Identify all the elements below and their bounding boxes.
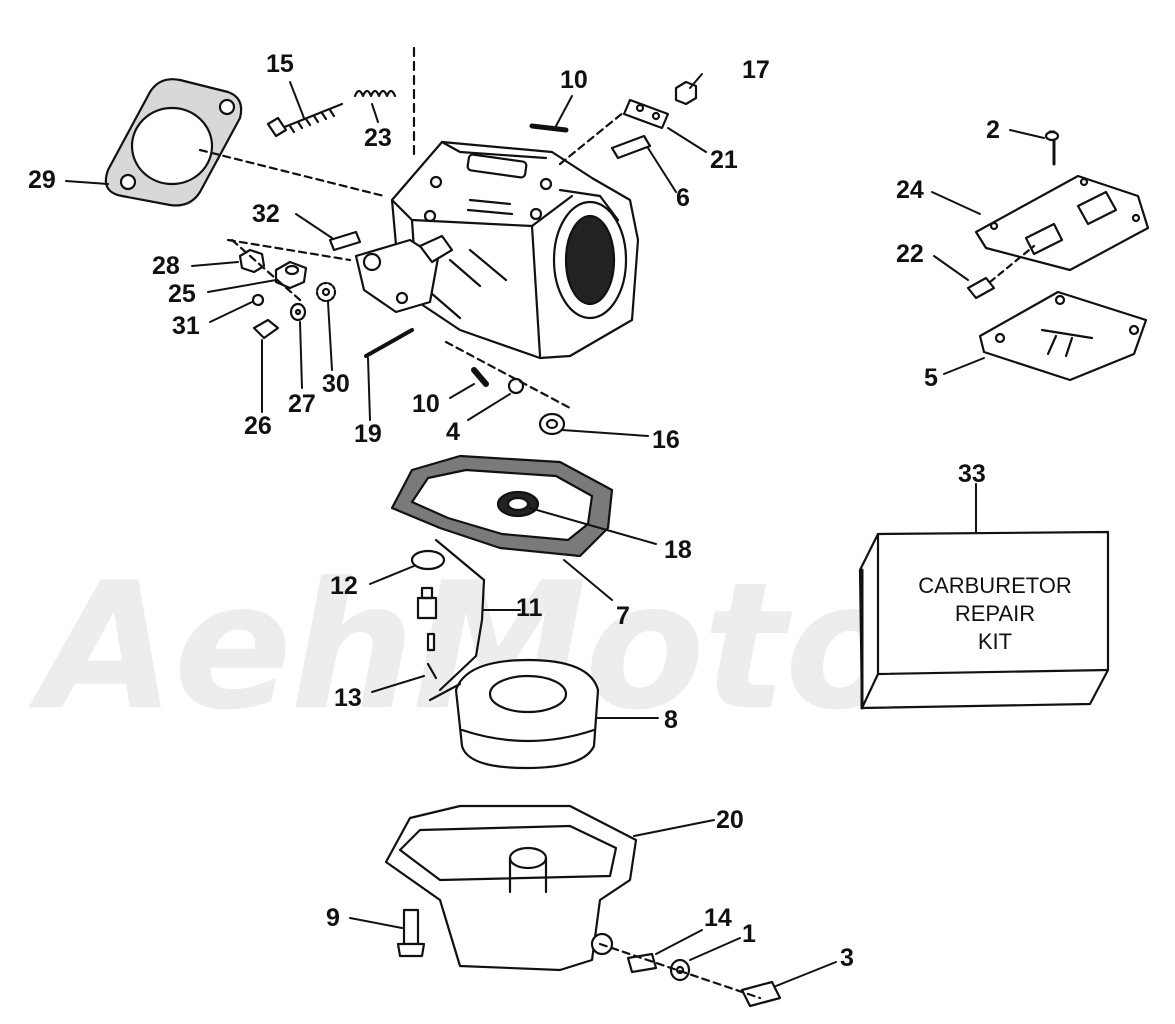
callout-10-top: 10	[560, 66, 588, 94]
part-8-float	[428, 658, 600, 770]
part-7-gasket	[390, 454, 614, 558]
part-19-screw	[364, 328, 414, 358]
callout-22: 22	[896, 240, 924, 268]
callout-21: 21	[710, 146, 738, 174]
callout-11: 11	[516, 594, 543, 622]
callout-17: 17	[742, 56, 770, 84]
part-20-bowl	[384, 804, 638, 972]
part-2-screw	[1044, 130, 1060, 166]
callout-14: 14	[704, 904, 732, 932]
callout-20: 20	[716, 806, 744, 834]
callout-18: 18	[664, 536, 692, 564]
part-needle-seat	[416, 586, 438, 680]
callout-10-low: 10	[412, 390, 440, 418]
part-5-diaphragm	[978, 290, 1148, 382]
callout-15: 15	[266, 50, 294, 78]
carburetor-body	[390, 140, 640, 360]
callout-28: 28	[152, 252, 180, 280]
callout-30: 30	[322, 370, 350, 398]
part-9-screw	[396, 908, 426, 958]
part-22-fitting	[966, 276, 996, 300]
kit-label-line-2: REPAIR	[954, 601, 1036, 626]
throttle-lever	[354, 234, 454, 314]
leader-lines	[65, 73, 1045, 987]
part-27-washer	[289, 302, 307, 322]
part-15-screw	[266, 102, 344, 138]
part-24-cover	[974, 174, 1150, 272]
callout-23: 23	[364, 124, 392, 152]
callout-8: 8	[664, 706, 678, 734]
part-3-plug	[740, 980, 782, 1008]
kit-label-line-3: KIT	[977, 629, 1013, 654]
callout-19: 19	[354, 420, 382, 448]
part-25-fitting	[274, 260, 308, 290]
callout-4: 4	[446, 418, 460, 446]
kit-label: CARBURETOR REPAIR KIT	[880, 572, 1110, 656]
part-30-washer	[315, 281, 337, 303]
part-21-bracket	[622, 98, 670, 130]
callout-27: 27	[288, 390, 316, 418]
callout-31: 31	[172, 312, 200, 340]
callout-1: 1	[742, 920, 756, 948]
part-23-spring	[353, 89, 397, 98]
part-28-nut	[238, 248, 266, 274]
kit-label-line-1: CARBURETOR	[918, 573, 1072, 598]
callout-25: 25	[168, 280, 196, 308]
part-33-kit-box	[858, 530, 1110, 710]
callout-33: 33	[958, 460, 986, 488]
part-6-pin	[610, 134, 652, 160]
callout-3: 3	[840, 944, 854, 972]
callout-6: 6	[676, 184, 690, 212]
callout-29: 29	[28, 166, 56, 194]
part-26-screw	[252, 318, 280, 340]
part-16-washer	[538, 412, 566, 436]
callout-7: 7	[616, 602, 630, 630]
part-14-jet	[626, 952, 658, 974]
part-29-gasket	[104, 78, 243, 207]
callout-16: 16	[652, 426, 680, 454]
callout-24: 24	[896, 176, 924, 204]
part-32-screw	[328, 230, 362, 252]
callout-12: 12	[330, 572, 358, 600]
part-31-ball	[251, 293, 265, 307]
callout-9: 9	[326, 904, 340, 932]
callout-13: 13	[334, 684, 362, 712]
callout-5: 5	[924, 364, 938, 392]
callout-2: 2	[986, 116, 1000, 144]
callout-26: 26	[244, 412, 272, 440]
callout-32: 32	[252, 200, 280, 228]
